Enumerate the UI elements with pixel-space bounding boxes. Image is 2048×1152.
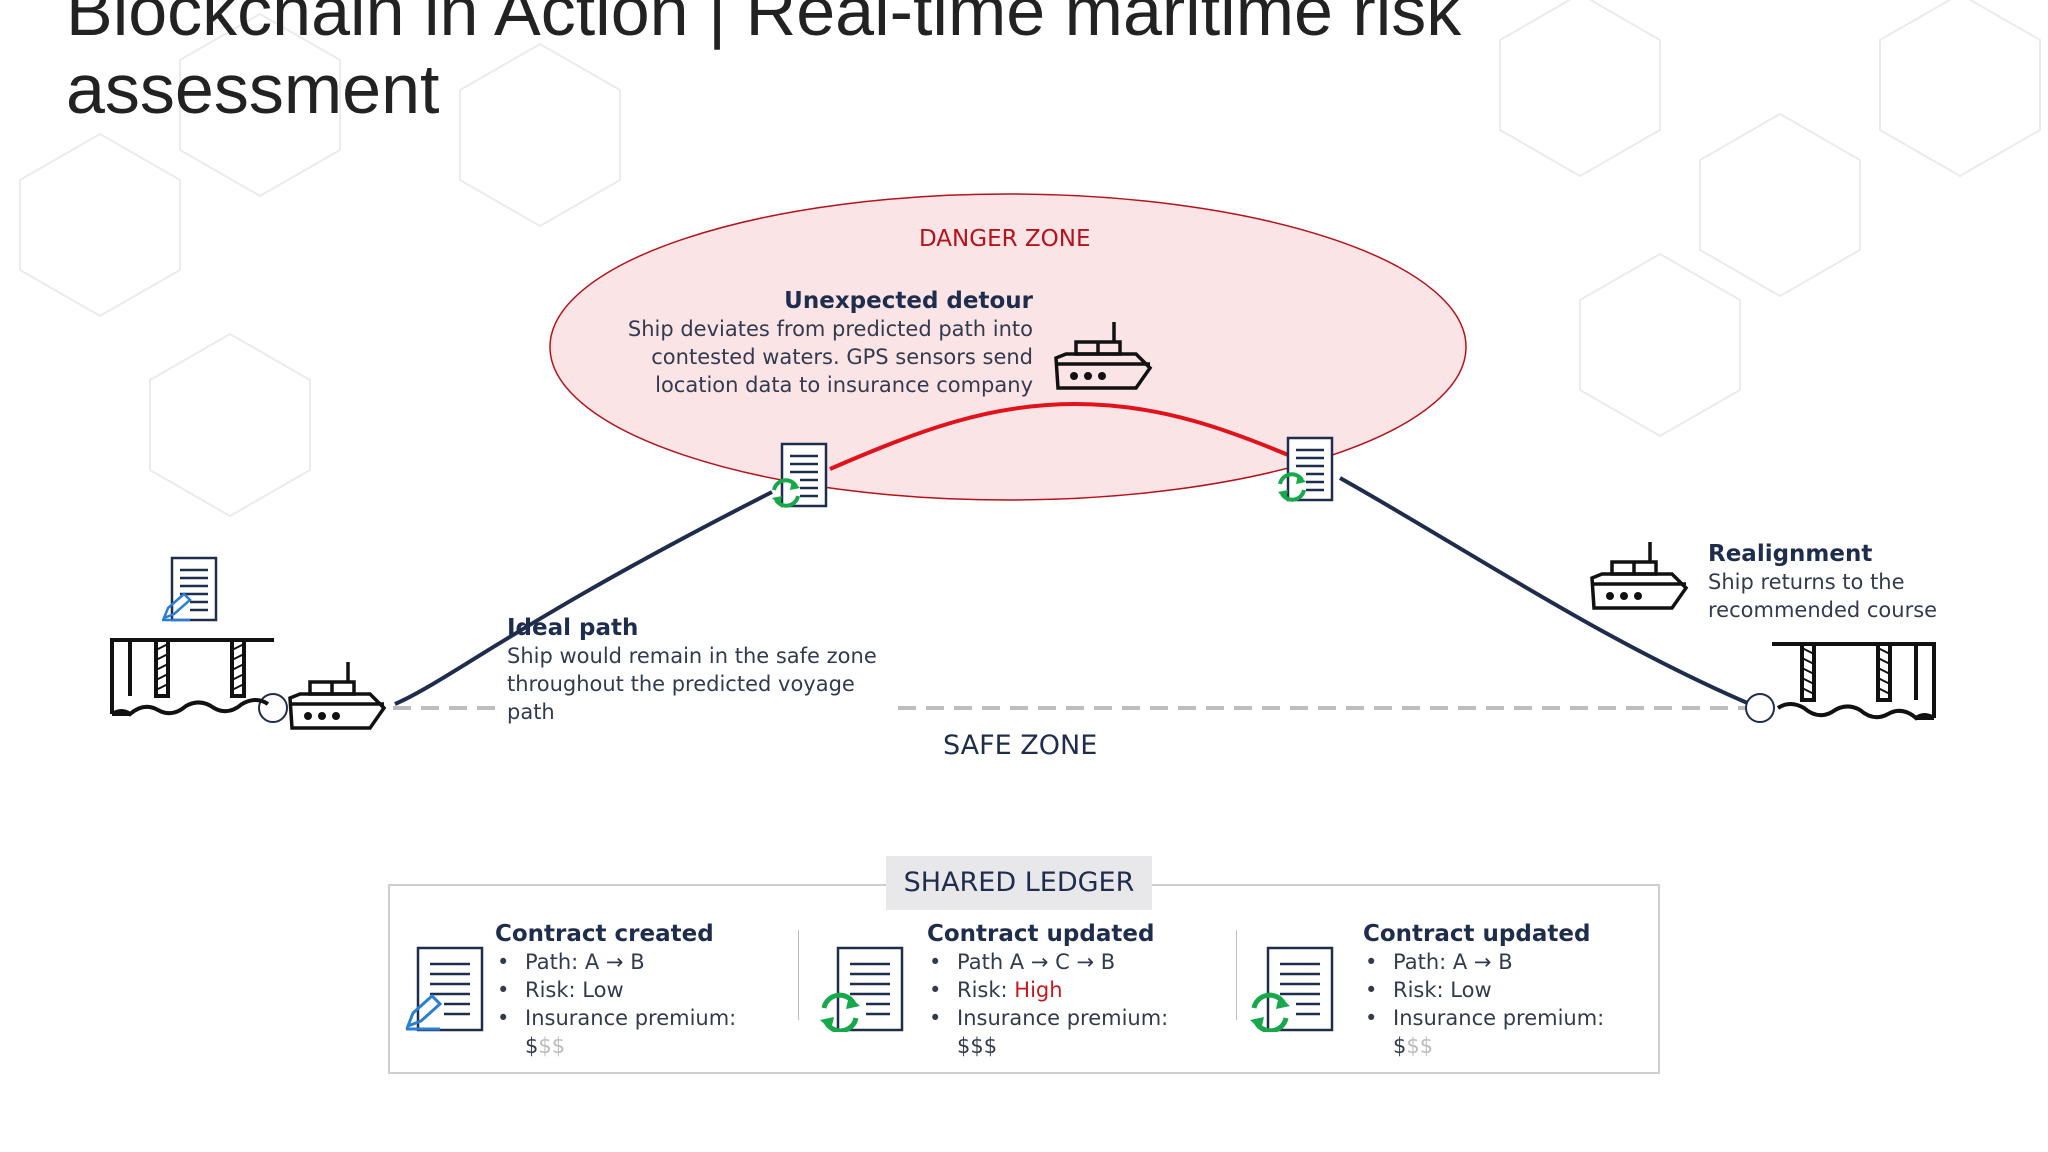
ledger-divider — [1236, 930, 1237, 1020]
ship-icon — [1590, 542, 1689, 610]
ideal-path-heading: Ideal path — [507, 615, 639, 641]
card-path: Path: A → B — [495, 948, 736, 976]
card-risk-value: Low — [582, 978, 624, 1002]
ideal-path-text: Ship would remain in the safe zone throu… — [507, 642, 877, 726]
detour-heading: Unexpected detour — [784, 288, 1033, 314]
card-heading: Contract updated — [1363, 921, 1591, 947]
card-risk-label: Risk: — [1393, 978, 1451, 1002]
realignment-note: Realignment Ship returns to the recommen… — [1708, 540, 1937, 624]
ledger-divider — [798, 930, 799, 1020]
document-sync-icon — [1250, 946, 1334, 1032]
card-risk-value: High — [1014, 978, 1063, 1002]
card-premium-active: $ — [1393, 1034, 1407, 1058]
port-icon — [1772, 642, 1936, 721]
detour-text-line: Ship deviates from predicted path into — [627, 317, 1033, 341]
card-premium-label: Insurance premium: — [1393, 1006, 1605, 1030]
realignment-text-line: recommended course — [1708, 598, 1938, 622]
card-premium: Insurance premium: $$$ — [495, 1004, 736, 1060]
card-path: Path: A → B — [1363, 948, 1604, 976]
document-edit-icon — [161, 556, 218, 622]
document-edit-icon — [405, 946, 484, 1032]
card-heading: Contract updated — [927, 921, 1155, 947]
port-icon — [110, 638, 274, 717]
page-title: Blockchain in Action | Real-time maritim… — [66, 0, 1766, 128]
card-path: Path A → C → B — [927, 948, 1168, 976]
card-premium-active: $$$ — [957, 1034, 998, 1058]
card-risk: Risk: Low — [495, 976, 736, 1004]
detour-text-line: location data to insurance company — [655, 373, 1033, 397]
card-premium-active: $ — [525, 1034, 539, 1058]
detour-text-line: contested waters. GPS sensors send — [651, 345, 1033, 369]
card-risk: Risk: High — [927, 976, 1168, 1004]
card-risk: Risk: Low — [1363, 976, 1604, 1004]
realignment-heading: Realignment — [1708, 541, 1873, 567]
ideal-path-text-line: throughout the predicted voyage — [507, 672, 855, 696]
card-risk-label: Risk: — [525, 978, 583, 1002]
card-risk-value: Low — [1450, 978, 1492, 1002]
card-premium-inactive: $$ — [538, 1034, 566, 1058]
card-premium: Insurance premium: $$$ — [927, 1004, 1168, 1060]
ideal-path-note: Ideal path Ship would remain in the safe… — [507, 614, 877, 726]
card-risk-label: Risk: — [957, 978, 1015, 1002]
ship-icon — [288, 662, 387, 730]
ideal-path-left-segment — [394, 490, 773, 706]
ledger-card-contract-created: Contract created Path: A → B Risk: Low I… — [495, 920, 736, 1060]
ledger-card-contract-updated-high: Contract updated Path A → C → B Risk: Hi… — [927, 920, 1168, 1060]
detour-text: Ship deviates from predicted path into c… — [560, 315, 1033, 399]
detour-note: Unexpected detour Ship deviates from pre… — [560, 287, 1033, 399]
realignment-text-line: Ship returns to the — [1708, 570, 1905, 594]
document-sync-icon — [1278, 436, 1334, 502]
danger-zone-label: DANGER ZONE — [919, 226, 1091, 252]
detour-path — [829, 401, 1301, 471]
ledger-card-contract-updated-low: Contract updated Path: A → B Risk: Low I… — [1363, 920, 1604, 1060]
card-premium: Insurance premium: $$$ — [1363, 1004, 1604, 1060]
document-sync-icon — [820, 946, 904, 1032]
ship-icon — [1054, 322, 1153, 390]
card-premium-label: Insurance premium: — [957, 1006, 1169, 1030]
safe-zone-label: SAFE ZONE — [943, 730, 1098, 761]
shared-ledger-title: SHARED LEDGER — [886, 856, 1152, 910]
title-line-2: assessment — [66, 50, 440, 128]
card-heading: Contract created — [495, 921, 714, 947]
card-premium-inactive: $$ — [1406, 1034, 1434, 1058]
realignment-path — [1339, 476, 1753, 707]
document-sync-icon — [772, 442, 828, 508]
realignment-text: Ship returns to the recommended course — [1708, 568, 1937, 624]
danger-zone-ellipse — [549, 193, 1467, 501]
ideal-path-text-line: Ship would remain in the safe zone — [507, 644, 877, 668]
title-line-1: Blockchain in Action | Real-time maritim… — [66, 0, 1462, 50]
card-premium-label: Insurance premium: — [525, 1006, 737, 1030]
end-point — [1745, 693, 1775, 723]
ideal-path-text-line: path — [507, 700, 555, 724]
